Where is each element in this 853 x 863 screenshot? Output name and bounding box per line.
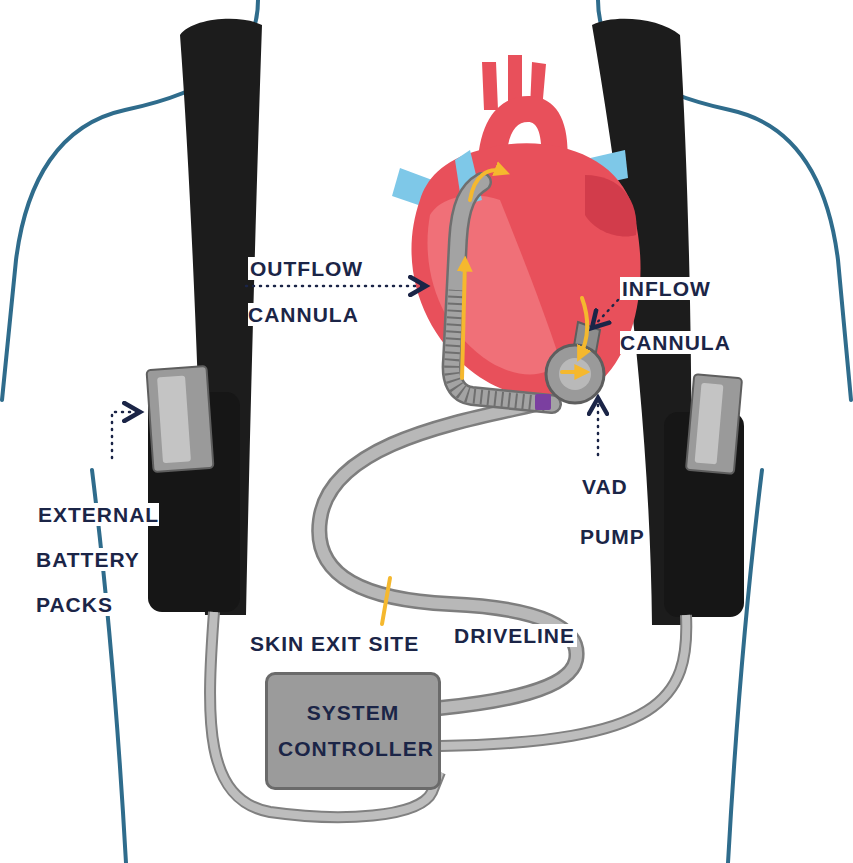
part-label: OUTFLOW CANNULA bbox=[248, 246, 378, 338]
node-text: SYSTEM CONTROLLER bbox=[278, 695, 428, 767]
part-label: INFLOW CANNULA bbox=[620, 262, 742, 370]
vad-pump bbox=[535, 322, 604, 410]
flow-arrow bbox=[462, 170, 587, 378]
label-text: DRIVELINE bbox=[452, 624, 577, 647]
label-text: SKIN EXIT SITE bbox=[248, 632, 421, 655]
part-label: DRIVELINE bbox=[452, 622, 577, 650]
heart bbox=[392, 55, 641, 398]
leader-line bbox=[112, 286, 618, 458]
label-text: EXTERNAL BATTERY PACKS bbox=[36, 503, 159, 616]
label-text: VAD PUMP bbox=[580, 475, 647, 548]
exit-site-mark bbox=[382, 578, 390, 624]
outflow-graft bbox=[452, 182, 552, 404]
harness-strap bbox=[180, 19, 692, 625]
part-label: VAD PUMP bbox=[580, 462, 656, 562]
label-text: OUTFLOW CANNULA bbox=[248, 257, 363, 326]
label-text: INFLOW CANNULA bbox=[620, 277, 733, 354]
part-label: EXTERNAL BATTERY PACKS bbox=[36, 492, 164, 627]
driveline-cable bbox=[319, 402, 576, 708]
controller-box: SYSTEM CONTROLLER bbox=[265, 672, 441, 790]
part-label: SKIN EXIT SITE bbox=[248, 630, 421, 658]
